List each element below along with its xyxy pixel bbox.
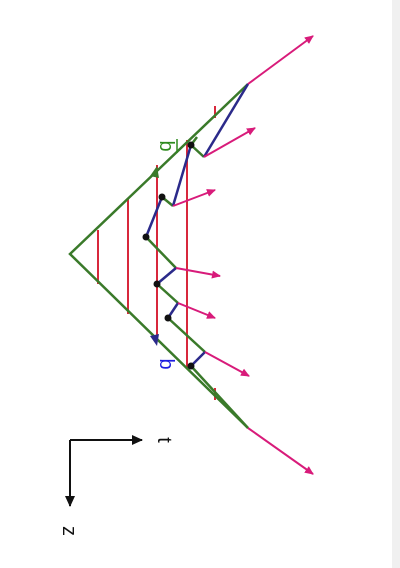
vertex-dot: [164, 314, 172, 322]
label-z: z: [58, 526, 80, 536]
zigzag-blue-segment: [144, 196, 164, 238]
outer-green-wedge: [68, 83, 249, 429]
zigzag-green-segment: [156, 283, 179, 304]
zigzag-green-segment: [190, 365, 249, 429]
wedge-arrowheads: [150, 166, 159, 346]
pink-arrow: [247, 35, 314, 85]
pink-arrow: [177, 302, 216, 319]
emitted-arrows: [172, 35, 314, 475]
zigzag-blue-segment: [202, 83, 250, 158]
pink-arrow: [203, 127, 256, 158]
label-t: t: [153, 437, 175, 443]
zigzag-green-segment: [145, 236, 177, 269]
pink-arrow: [247, 427, 314, 475]
pink-arrow: [172, 189, 216, 207]
vertex-dots: [142, 141, 195, 370]
zigzag-green-segment: [167, 317, 206, 353]
vertex-dot: [187, 362, 195, 370]
right-margin-strip: [392, 0, 400, 568]
label-t-group: t: [153, 437, 175, 443]
blue-arrowhead: [150, 334, 159, 346]
green-arrowhead: [150, 166, 159, 178]
label-b-group: b: [155, 358, 177, 369]
zigzag-blue-segment: [156, 267, 177, 285]
zigzag-blue-segment: [171, 144, 193, 207]
label-b: b: [155, 358, 177, 369]
vertex-dot: [187, 141, 195, 149]
vertex-dot: [158, 193, 166, 201]
vertex-dot: [142, 233, 150, 241]
label-b-bar: b: [155, 140, 177, 151]
pink-arrow: [175, 267, 221, 279]
vertex-dot: [153, 280, 161, 288]
label-b-bar-group: b: [155, 139, 178, 153]
pink-arrow: [204, 351, 250, 377]
axes: [65, 435, 143, 507]
label-z-group: z: [58, 526, 80, 536]
